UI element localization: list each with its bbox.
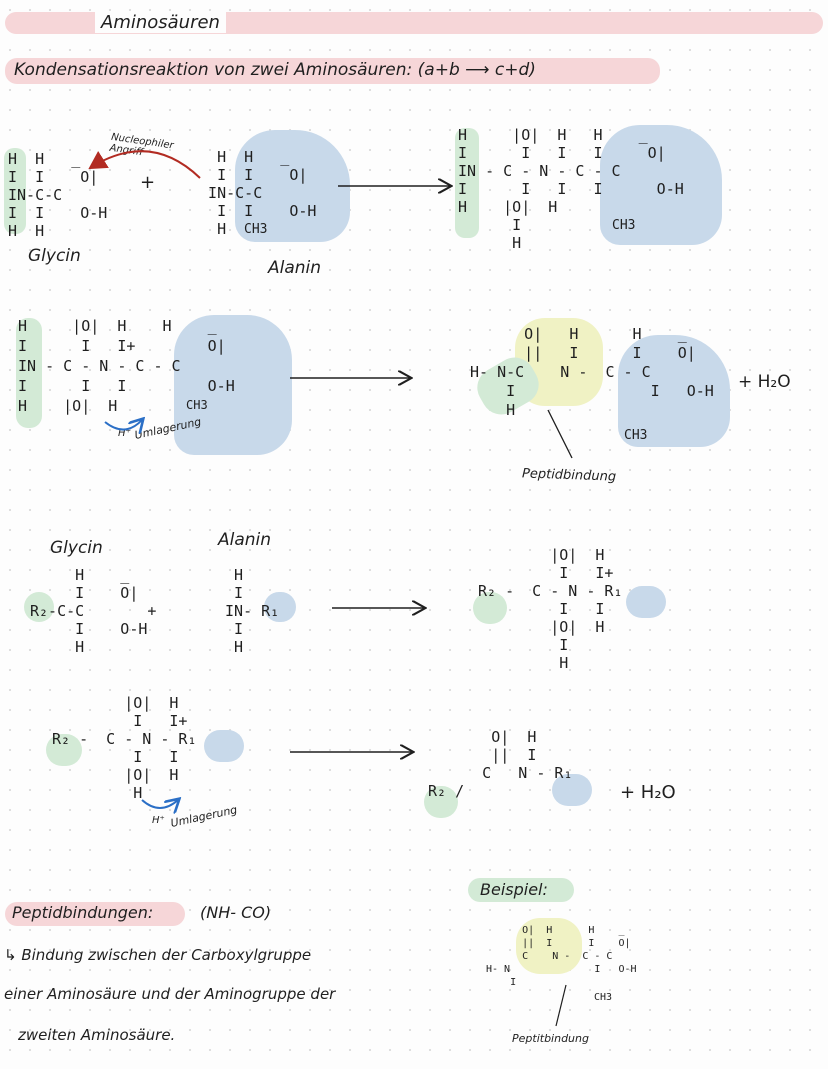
amino-group-highlight xyxy=(4,148,26,234)
general-glycin-label: Glycin xyxy=(50,538,103,558)
intermediate-ch3: CH3 xyxy=(186,398,208,412)
alanin-label: Alanin xyxy=(268,258,322,278)
page-title: Aminosäuren xyxy=(95,12,226,33)
general-intermediate-r1-highlight xyxy=(204,730,244,762)
product2-structure: O| H H _ || I I O|H- N-C N - C - C I I O… xyxy=(470,325,714,419)
product1-residue-highlight xyxy=(600,125,722,245)
rearrangement-arrow-2 xyxy=(141,800,178,808)
general-plus: + xyxy=(147,602,157,620)
page-subtitle: Kondensationsreaktion von zwei Aminosäur… xyxy=(14,60,536,80)
general-glycin-structure: H _ I O|R₂-C-C + I O-H H xyxy=(30,566,157,656)
plus-sign: + xyxy=(140,172,156,193)
definition-formula: (NH- CO) xyxy=(200,903,272,922)
product1-ch3: CH3 xyxy=(612,218,636,233)
product1-amino-highlight xyxy=(455,128,479,238)
glycin-label: Glycin xyxy=(28,246,81,266)
alanin-structure: H H _ I I O| IN-C-C I I O-H H xyxy=(190,148,317,238)
definition-line2: einer Aminosäure und der Aminogruppe der xyxy=(4,985,336,1003)
product2-ch3: CH3 xyxy=(624,428,648,443)
general-water-label: + H₂O xyxy=(620,782,676,803)
general-intermediate-r2-highlight xyxy=(46,734,82,766)
alanin-residue-highlight xyxy=(235,130,350,242)
intermediate-residue-highlight xyxy=(174,315,292,455)
general-r2-highlight xyxy=(24,592,54,622)
alanin-ch3: CH3 xyxy=(244,222,268,237)
general-alanin-structure: H I IN- R₁ I H xyxy=(216,566,280,656)
rearrangement-arrow-1 xyxy=(104,420,142,430)
general-product2-r1-highlight xyxy=(552,774,592,806)
subtitle-highlight xyxy=(5,58,660,84)
general-alanin-label: Alanin xyxy=(218,530,272,550)
general-r1-highlight xyxy=(264,592,296,622)
definition-line3: zweiten Aminosäure. xyxy=(18,1026,176,1044)
nucleophilic-attack-arrow xyxy=(88,150,201,179)
example-title-highlight xyxy=(468,878,574,902)
peptide-blue-highlight xyxy=(618,335,730,447)
peptide-bond-pointer xyxy=(547,409,573,459)
general-product2-r2-highlight xyxy=(424,786,458,818)
general-intermediate-structure: |O| H I I+R₂ - C - N - R₁ I I |O| H H xyxy=(52,694,197,802)
general-h-plus-label: H⁺ xyxy=(152,815,165,826)
example-peptide-label: Peptitbindung xyxy=(512,1032,589,1045)
example-peptide-pointer xyxy=(555,984,567,1027)
general-product-r2-highlight xyxy=(473,592,507,624)
general-product-r1-highlight xyxy=(626,586,666,618)
example-ch3: CH3 xyxy=(594,992,613,1003)
h-plus-label: H⁺ xyxy=(118,428,131,439)
definition-title-highlight xyxy=(5,902,185,926)
example-yellow-highlight xyxy=(516,918,582,974)
intermediate-amino-highlight xyxy=(16,318,42,428)
example-title: Beispiel: xyxy=(480,880,548,899)
definition-line1: ↳ Bindung zwischen der Carboxylgruppe xyxy=(4,946,312,964)
definition-title: Peptidbindungen: xyxy=(12,903,154,922)
general-product-structure: |O| H I I+R₂ - C - N - R₁ I I |O| H I H xyxy=(478,546,623,672)
water-label: + H₂O xyxy=(738,372,791,392)
